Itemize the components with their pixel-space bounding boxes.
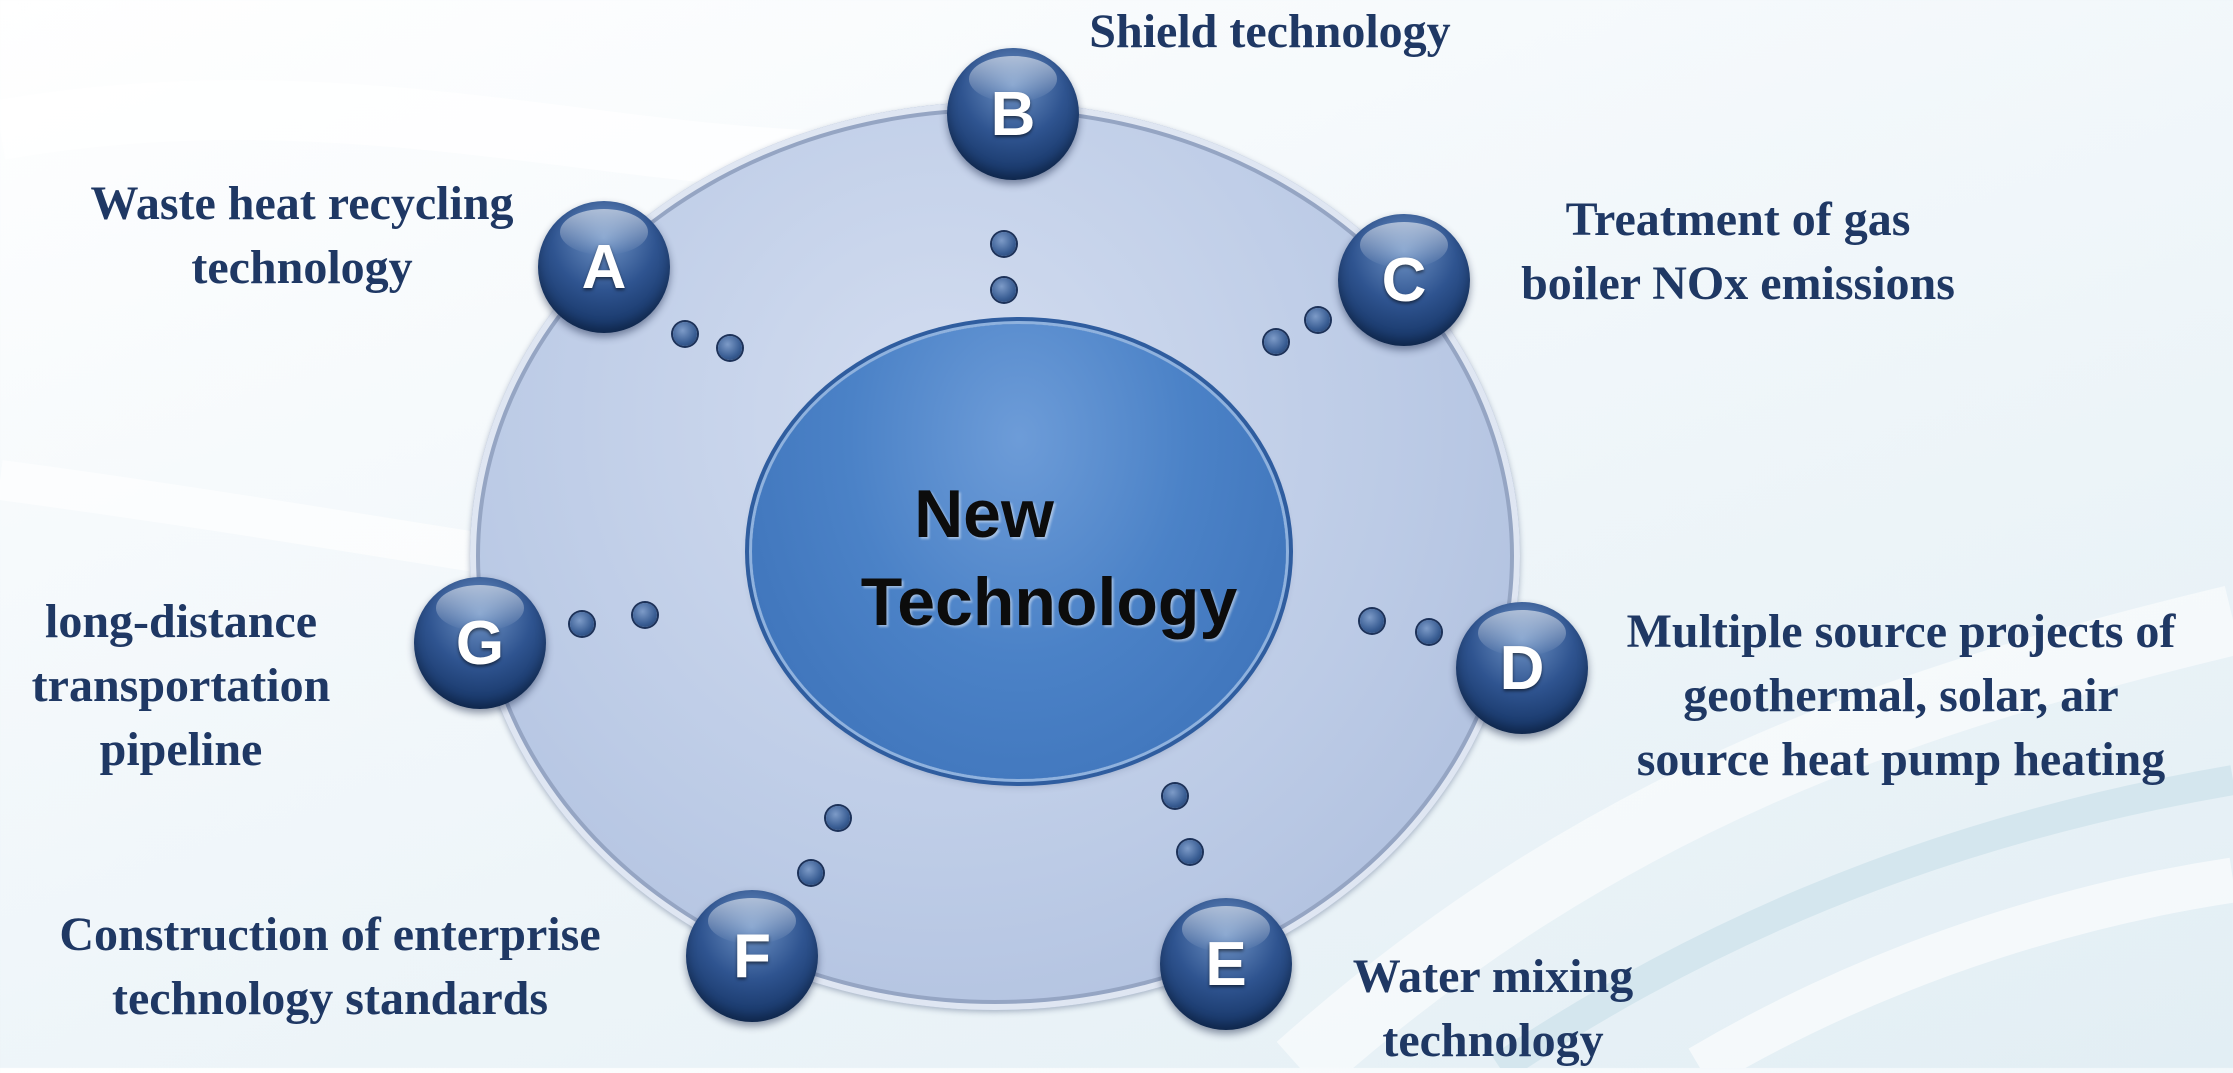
center-title: New Technology	[752, 470, 1286, 660]
node-a: A	[538, 201, 670, 333]
connector-dot-a-2	[718, 336, 742, 360]
label-a: Waste heat recycling technology	[62, 172, 542, 300]
node-e-letter: E	[1205, 929, 1247, 999]
connector-dot-f-1	[826, 806, 850, 830]
center-title-line-2: Technology	[860, 564, 1238, 640]
label-g-line-1: long-distance	[44, 595, 317, 648]
node-a-letter: A	[581, 232, 627, 302]
node-f-letter: F	[733, 921, 771, 991]
label-e: Water mixing technology	[1318, 945, 1668, 1073]
connector-dot-c-2	[1264, 330, 1288, 354]
node-g: G	[414, 577, 546, 709]
connector-dot-a-1	[673, 322, 697, 346]
label-b-line-1: Shield technology	[1089, 5, 1451, 58]
label-d-line-3: source heat pump heating	[1636, 733, 2166, 786]
label-c-line-1: Treatment of gas	[1565, 193, 1911, 246]
connector-dot-g-1	[570, 612, 594, 636]
label-a-line-2: technology	[191, 241, 413, 294]
connector-dot-d-2	[1417, 620, 1441, 644]
label-f: Construction of enterprise technology st…	[20, 903, 640, 1031]
node-d: D	[1456, 602, 1588, 734]
connector-dot-e-1	[1163, 784, 1187, 808]
label-g-line-2: transportation	[31, 659, 331, 712]
label-g-line-3: pipeline	[99, 723, 263, 776]
label-d-line-2: geothermal, solar, air	[1683, 669, 2119, 722]
label-e-line-2: technology	[1382, 1014, 1604, 1067]
label-c: Treatment of gas boiler NOx emissions	[1478, 188, 1998, 316]
node-b-letter: B	[990, 79, 1036, 149]
connector-dot-d-1	[1360, 609, 1384, 633]
label-d-line-1: Multiple source projects of	[1626, 605, 2176, 658]
node-c: C	[1338, 214, 1470, 346]
connector-dot-e-2	[1178, 840, 1202, 864]
label-f-line-2: technology standards	[111, 972, 549, 1025]
node-d-letter: D	[1499, 633, 1545, 703]
label-e-line-1: Water mixing	[1352, 950, 1634, 1003]
node-b: B	[947, 48, 1079, 180]
label-g: long-distance transportation pipeline	[0, 590, 362, 782]
node-g-letter: G	[455, 608, 505, 678]
center-title-line-1: New	[914, 476, 1054, 552]
connector-dot-f-2	[799, 861, 823, 885]
node-e: E	[1160, 898, 1292, 1030]
label-f-line-1: Construction of enterprise	[59, 908, 601, 961]
center-hub	[752, 324, 1286, 779]
label-c-line-2: boiler NOx emissions	[1521, 257, 1955, 310]
connector-dot-b-1	[992, 232, 1016, 256]
label-a-line-1: Waste heat recycling	[90, 177, 514, 230]
node-c-letter: C	[1381, 245, 1427, 315]
connector-dot-c-1	[1306, 308, 1330, 332]
label-b: Shield technology	[1040, 0, 1500, 64]
connector-dot-b-2	[992, 278, 1016, 302]
node-f: F	[686, 890, 818, 1022]
connector-dot-g-2	[633, 603, 657, 627]
label-d: Multiple source projects of geothermal, …	[1586, 600, 2216, 792]
